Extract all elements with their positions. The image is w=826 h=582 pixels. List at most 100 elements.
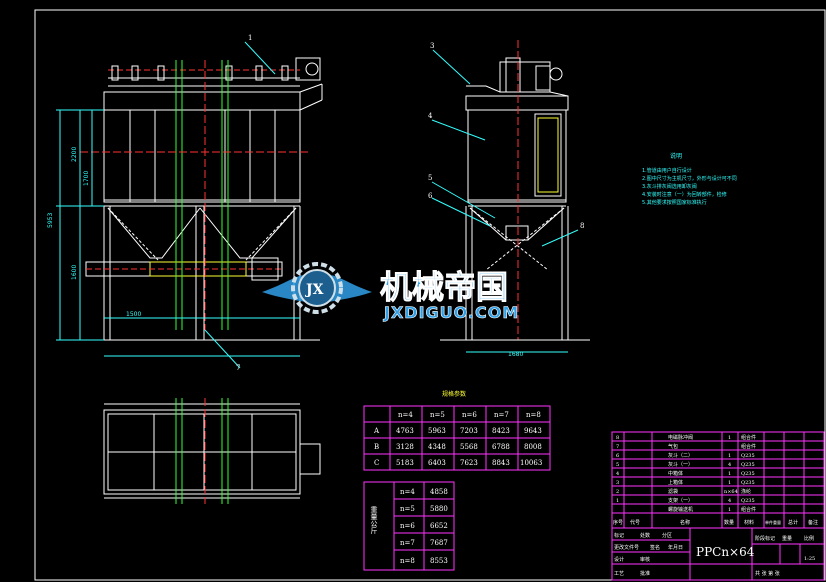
part-name: 中箱体 [668, 470, 683, 477]
spec-cell: 10063 [520, 459, 542, 467]
part-no: 1 [616, 498, 619, 504]
note-line-4: 4.安装时注意（一）为回转部件，检修 [642, 191, 727, 198]
spec-cell: 5568 [460, 443, 478, 451]
part-name: 气包 [668, 443, 678, 450]
part-mat: 组合件 [741, 443, 756, 450]
tb-role-process: 工艺 [614, 571, 624, 577]
weight-side-label: 重量公斤 [370, 506, 378, 535]
callout-5: 5 [428, 174, 432, 182]
callout-6: 6 [428, 192, 433, 200]
tb-label-count: 处数 [640, 532, 650, 539]
part-qty: 1 [728, 480, 731, 486]
part-mat: Q235 [741, 480, 755, 486]
parts-list-grid [611, 431, 825, 581]
part-qty: 1 [728, 435, 731, 441]
part-no: 8 [616, 435, 619, 441]
part-qty: 1 [728, 471, 731, 477]
tb-role-approve: 批准 [640, 570, 650, 577]
part-name: 灰斗（一） [668, 461, 693, 468]
spec-header-n6: n=6 [462, 411, 477, 419]
spec-header-n7: n=7 [494, 411, 509, 419]
parts-header-remark: 备注 [808, 519, 818, 526]
parts-header-mat: 材料 [744, 519, 754, 526]
spec-cell: 8423 [492, 427, 510, 435]
tb-label-change: 更改文件号 [614, 544, 639, 551]
part-name: 上箱体 [668, 479, 683, 486]
parts-header-code: 代号 [630, 519, 640, 526]
spec-header-n5: n=5 [430, 411, 445, 419]
tb-scale-value: 1:25 [804, 556, 815, 562]
side-elevation-view [431, 40, 590, 353]
part-qty: 1 [728, 507, 731, 513]
plan-view [103, 398, 321, 504]
part-name: 灰斗（二） [668, 452, 693, 459]
watermark-logo: JX [262, 262, 372, 314]
watermark-cn-text: 机械帝国 [380, 268, 508, 306]
spec-row-label-b: B [374, 443, 379, 451]
logo-badge-text: JX [304, 282, 324, 298]
part-mat: Q235 [741, 453, 755, 459]
spec-cell: 7203 [460, 427, 478, 435]
spec-row-label-a: A [373, 427, 380, 435]
tb-label-sign: 签名 [650, 544, 660, 551]
note-line-2: 2.图中尺寸为主机尺寸，外形与设计可不同 [642, 175, 737, 182]
notes-title: 说明 [670, 152, 682, 160]
table-caption: 规格参数 [442, 390, 466, 398]
dim-seg3: 1600 [71, 265, 78, 280]
weight-w: 5880 [430, 505, 448, 513]
tb-scale-label: 比例 [804, 535, 814, 542]
spec-row-label-c: C [374, 459, 379, 467]
part-qty: 4 [728, 498, 731, 504]
weight-w: 8553 [430, 557, 448, 565]
weight-w: 7687 [430, 539, 448, 547]
part-no: 4 [616, 471, 619, 477]
spec-cell: 7623 [460, 459, 478, 467]
weight-w: 6652 [430, 522, 448, 530]
parts-header-name: 名称 [680, 519, 690, 526]
part-no: 6 [616, 453, 619, 459]
dim-seg1: 2200 [71, 147, 78, 162]
dim-base: 1500 [126, 311, 141, 318]
weight-n: n=4 [400, 488, 415, 496]
dim-seg2: 1700 [83, 171, 90, 186]
spec-header-n8: n=8 [526, 411, 541, 419]
part-mat: 组合件 [741, 506, 756, 513]
tb-sheet: 共 张 第 张 [755, 570, 780, 577]
tb-stage-label: 阶段标记 [755, 535, 775, 542]
spec-cell: 5183 [396, 459, 414, 467]
part-no: 2 [616, 489, 619, 495]
part-name: 电磁脉冲阀 [668, 434, 693, 441]
tb-weight-label: 重量 [782, 535, 792, 542]
part-no: 5 [616, 462, 619, 468]
parts-header-qty: 数量 [724, 519, 734, 526]
spec-cell: 5963 [428, 427, 446, 435]
spec-cell: 3128 [396, 443, 414, 451]
note-line-5: 5.其他要求按照国家标准执行 [642, 199, 707, 206]
spec-cell: 6403 [428, 459, 446, 467]
spec-cell: 6788 [492, 443, 510, 451]
callout-3: 3 [430, 42, 434, 50]
weight-table [363, 481, 455, 571]
part-mat: 组合件 [741, 434, 756, 441]
weight-n: n=6 [400, 522, 415, 530]
watermark-en-text: JXDIGUO.COM [383, 303, 519, 322]
part-qty: 4 [728, 462, 731, 468]
weight-w: 4858 [430, 488, 448, 496]
parts-header-unit-weight: 单件重量 [765, 519, 781, 525]
part-qty: 1 [728, 453, 731, 459]
parts-header-no: 序号 [613, 519, 623, 526]
spec-cell: 4763 [396, 427, 414, 435]
note-line-3: 3.灰斗排灰阀选用卸灰阀 [642, 183, 697, 190]
spec-table [363, 405, 551, 471]
right-wing-icon [326, 275, 372, 302]
part-mat: Q235 [741, 471, 755, 477]
callout-1: 1 [248, 34, 252, 42]
tb-label-date: 年月日 [668, 544, 683, 551]
part-name: 螺旋输送机 [668, 506, 693, 513]
spec-cell: 4348 [428, 443, 446, 451]
part-name: 支架（一） [668, 497, 693, 504]
callout-8: 8 [580, 222, 584, 230]
tb-label-mark: 标记 [614, 532, 624, 539]
part-no: 7 [616, 444, 619, 450]
drawing-border [34, 9, 826, 581]
